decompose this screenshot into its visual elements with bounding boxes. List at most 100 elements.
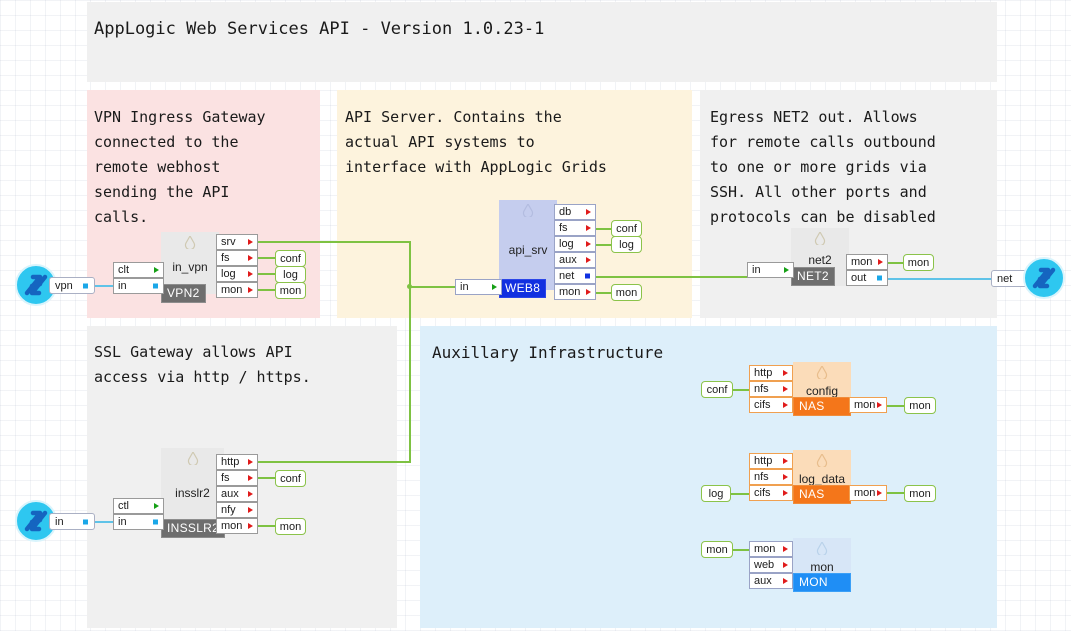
net2-label[interactable]: NET2 xyxy=(791,267,835,286)
panel-egress-description: Egress NET2 out. Allows for remote calls… xyxy=(710,108,936,226)
terminal-mon-mon[interactable]: mon xyxy=(701,541,733,558)
port-config-http[interactable]: http xyxy=(749,365,793,381)
port-insslr2-in[interactable]: in xyxy=(113,514,164,530)
terminal-api-conf[interactable]: conf xyxy=(611,220,642,237)
page-title: AppLogic Web Services API - Version 1.0.… xyxy=(94,19,545,39)
port-api-srv-net[interactable]: net xyxy=(554,268,596,284)
in-vpn-label[interactable]: VPN2 xyxy=(161,284,206,303)
port-mon-aux[interactable]: aux xyxy=(749,573,793,589)
wire-ssl-globe-to-in xyxy=(86,521,132,523)
panel-aux-infrastructure xyxy=(420,326,997,628)
port-net2-out[interactable]: out xyxy=(846,270,888,286)
port-config-cifs[interactable]: cifs xyxy=(749,397,793,413)
port-in-vpn-in[interactable]: in xyxy=(113,278,164,294)
port-api-srv-fs[interactable]: fs xyxy=(554,220,596,236)
panel-title-bar xyxy=(87,2,997,82)
port-in-vpn-log[interactable]: log xyxy=(216,266,258,282)
wire-conf-to-config xyxy=(733,389,750,391)
wire-api-log xyxy=(594,244,612,246)
terminal-config-conf[interactable]: conf xyxy=(701,381,733,398)
edge-terminal-vpn[interactable]: vpn xyxy=(49,277,95,294)
terminal-insslr2-mon[interactable]: mon xyxy=(275,518,306,535)
terminal-log-data-log[interactable]: log xyxy=(701,485,731,502)
droplet-icon xyxy=(816,366,828,379)
config-label[interactable]: NAS xyxy=(793,397,851,416)
port-label: mon xyxy=(754,543,776,555)
droplet-icon xyxy=(187,452,198,465)
port-config-nfs[interactable]: nfs xyxy=(749,381,793,397)
port-in-vpn-srv[interactable]: srv xyxy=(216,234,258,250)
port-label: nfs xyxy=(754,471,769,483)
wire-net2-mon xyxy=(885,262,904,264)
port-insslr2-fs[interactable]: fs xyxy=(216,470,258,486)
port-api-srv-in[interactable]: in xyxy=(455,279,502,295)
port-label: mon xyxy=(559,286,581,298)
terminal-insslr2-conf[interactable]: conf xyxy=(275,470,306,487)
panel-aux-title: Auxillary Infrastructure xyxy=(432,343,664,362)
port-log-data-nfs[interactable]: nfs xyxy=(749,469,793,485)
insslr2-name: insslr2 xyxy=(175,486,210,500)
port-insslr2-ctl[interactable]: ctl xyxy=(113,498,164,514)
terminal-vpn-conf[interactable]: conf xyxy=(275,250,306,267)
port-label: cifs xyxy=(754,487,771,499)
api-srv-name: api_srv xyxy=(508,243,548,257)
port-in-vpn-clt[interactable]: clt xyxy=(113,262,164,278)
port-label: fs xyxy=(221,472,230,484)
port-label: net xyxy=(559,270,575,282)
port-insslr2-mon[interactable]: mon xyxy=(216,518,258,534)
port-in-vpn-mon[interactable]: mon xyxy=(216,282,258,298)
network-globe-icon-ssl[interactable] xyxy=(14,499,58,543)
port-net2-in[interactable]: in xyxy=(747,262,794,278)
mon-label[interactable]: MON xyxy=(793,573,851,592)
terminal-log-data-mon[interactable]: mon xyxy=(904,485,936,502)
port-mon-mon[interactable]: mon xyxy=(749,541,793,557)
port-insslr2-nfy[interactable]: nfy xyxy=(216,502,258,518)
api-srv-label[interactable]: WEB8 xyxy=(499,279,547,298)
network-globe-icon-net[interactable] xyxy=(1022,256,1066,300)
wire-http-h xyxy=(256,461,411,463)
wire-api-net-to-net2 xyxy=(594,276,747,278)
port-log-data-http[interactable]: http xyxy=(749,453,793,469)
port-api-srv-db[interactable]: db xyxy=(554,204,596,220)
net2-name: net2 xyxy=(808,253,832,267)
port-mon-web[interactable]: web xyxy=(749,557,793,573)
port-api-srv-mon[interactable]: mon xyxy=(554,284,596,300)
port-label: log xyxy=(559,238,574,250)
terminal-api-log[interactable]: log xyxy=(611,236,642,253)
port-config-mon[interactable]: mon xyxy=(849,397,887,413)
insslr2-body[interactable]: insslr2 xyxy=(161,448,224,530)
port-net2-mon[interactable]: mon xyxy=(846,254,888,270)
terminal-vpn-log[interactable]: log xyxy=(275,266,306,283)
port-log-data-cifs[interactable]: cifs xyxy=(749,485,793,501)
port-label: fs xyxy=(221,252,230,264)
port-insslr2-http[interactable]: http xyxy=(216,454,258,470)
terminal-config-mon[interactable]: mon xyxy=(904,397,936,414)
in-vpn-body[interactable]: in_vpn xyxy=(161,232,219,294)
wire-config-mon xyxy=(885,405,905,407)
log-data-label[interactable]: NAS xyxy=(793,485,851,504)
terminal-net2-mon[interactable]: mon xyxy=(903,254,934,271)
port-label: in xyxy=(118,280,127,292)
terminal-api-mon[interactable]: mon xyxy=(611,284,642,301)
port-insslr2-aux[interactable]: aux xyxy=(216,486,258,502)
port-api-srv-aux[interactable]: aux xyxy=(554,252,596,268)
port-label: log xyxy=(221,268,236,280)
wire-vpn-mon xyxy=(256,289,276,291)
wire-api-mon xyxy=(594,292,612,294)
terminal-vpn-mon[interactable]: mon xyxy=(275,282,306,299)
droplet-icon xyxy=(816,454,828,467)
port-label: http xyxy=(754,367,773,379)
panel-vpn-description: VPN Ingress Gateway connected to the rem… xyxy=(94,108,266,226)
port-in-vpn-fs[interactable]: fs xyxy=(216,250,258,266)
port-log-data-mon[interactable]: mon xyxy=(849,485,887,501)
edge-terminal-ssl-in[interactable]: in xyxy=(49,513,95,530)
port-label: nfs xyxy=(754,383,769,395)
port-label: http xyxy=(221,456,240,468)
port-label: aux xyxy=(559,254,577,266)
log-data-name: log_data xyxy=(798,472,846,486)
network-globe-icon-vpn[interactable] xyxy=(14,263,58,307)
api-srv-body[interactable]: api_srv xyxy=(499,200,557,290)
port-label: in xyxy=(118,516,127,528)
port-api-srv-log[interactable]: log xyxy=(554,236,596,252)
wire-insslr2-fs xyxy=(256,477,276,479)
